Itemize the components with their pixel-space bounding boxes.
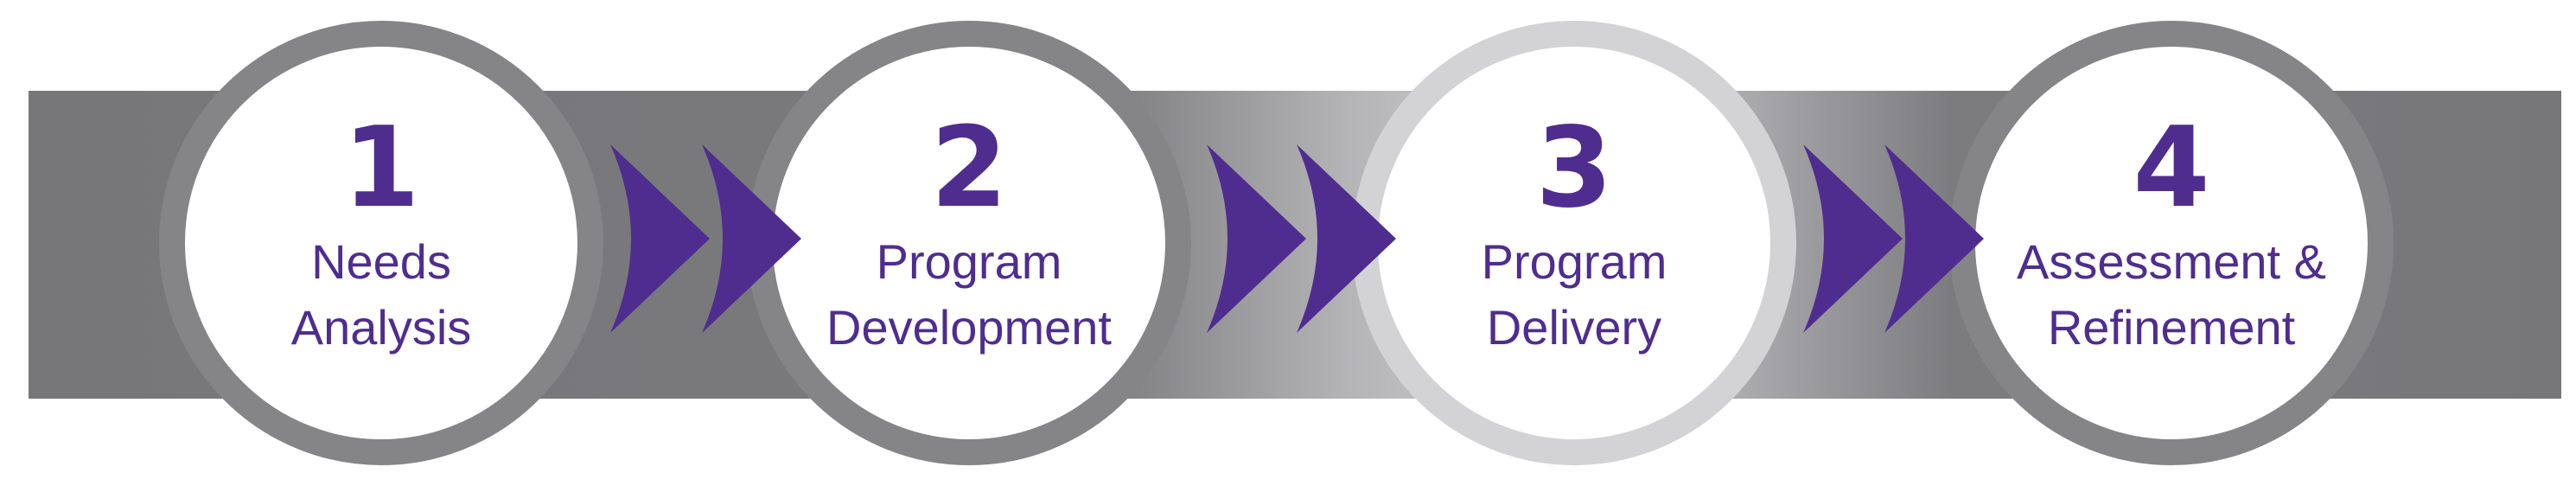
step-label-line2: Refinement [2048, 300, 2296, 355]
chevron-arrow-icon [610, 144, 710, 333]
step-circle [159, 21, 603, 465]
step-number: 4 [2133, 104, 2209, 233]
step-label-line2: Delivery [1487, 300, 1661, 355]
step-label-line2: Development [826, 300, 1112, 355]
chevron-arrow-icon [1803, 144, 1903, 333]
step-number: 3 [1535, 104, 1612, 233]
step-label-line1: Program [1482, 234, 1667, 289]
chevron-arrow-icon [702, 144, 801, 333]
step-label-line1: Assessment & [2017, 234, 2326, 289]
chevron-arrow-icon [1297, 144, 1396, 333]
chevron-arrow-icon [1884, 144, 1984, 333]
step-label-line1: Program [877, 234, 1062, 289]
chevron-arrow-icon [1207, 144, 1306, 333]
step-number: 2 [930, 104, 1007, 233]
step-label-line2: Analysis [291, 300, 472, 355]
step-number: 1 [342, 104, 419, 233]
step-label-line1: Needs [311, 234, 451, 289]
